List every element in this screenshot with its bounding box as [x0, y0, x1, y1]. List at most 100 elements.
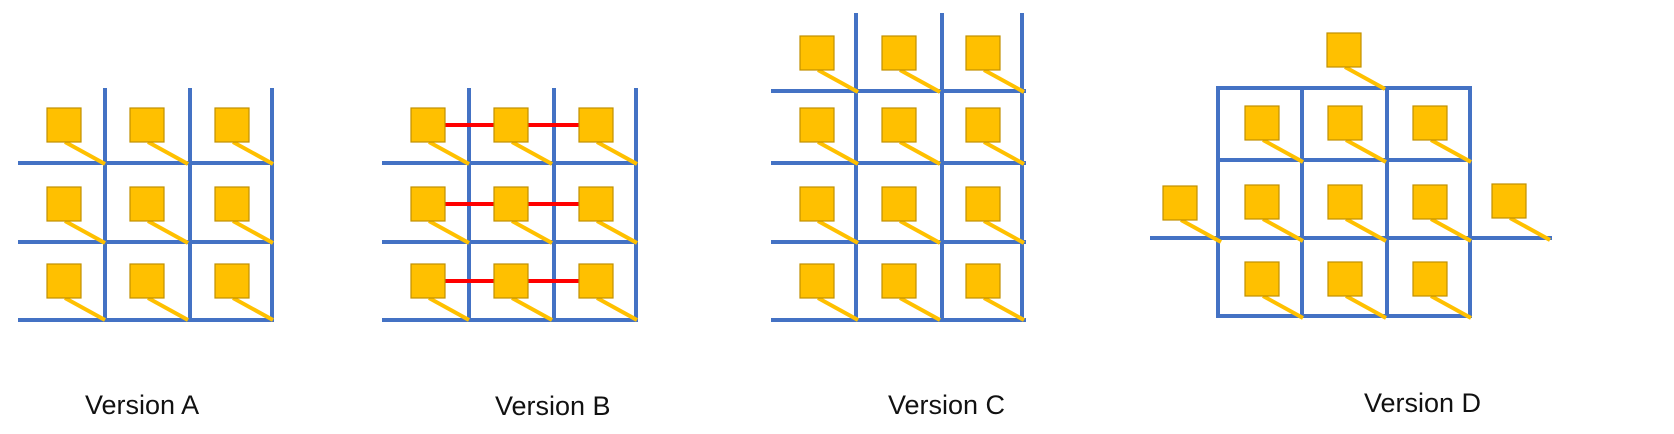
version-b-module: [410, 186, 470, 245]
version-a-module: [214, 263, 274, 322]
version-a-module: [129, 186, 189, 245]
module-stand: [511, 219, 553, 245]
module-panel: [1244, 105, 1280, 141]
version-c-module: [881, 186, 941, 245]
module-stand: [1344, 65, 1386, 91]
version-c-module: [965, 107, 1025, 166]
module-stand: [817, 68, 859, 94]
module-stand: [1345, 294, 1387, 320]
module-panel: [799, 186, 835, 222]
module-stand: [64, 296, 106, 322]
module-panel: [410, 186, 446, 222]
module-stand: [983, 68, 1025, 94]
version-c-module: [965, 263, 1025, 322]
version-d-module: [1244, 105, 1304, 164]
version-a-module: [129, 107, 189, 166]
module-stand: [899, 140, 941, 166]
version-d-module: [1327, 261, 1387, 320]
version-b-module: [493, 263, 553, 322]
module-panel: [493, 263, 529, 299]
module-stand: [232, 140, 274, 166]
version-c-module: [881, 107, 941, 166]
module-panel: [1412, 261, 1448, 297]
version-c-module: [799, 35, 859, 94]
module-stand: [428, 140, 470, 166]
module-panel: [881, 186, 917, 222]
module-panel: [965, 186, 1001, 222]
module-panel: [1412, 105, 1448, 141]
module-stand: [64, 219, 106, 245]
module-panel: [410, 107, 446, 143]
module-stand: [817, 296, 859, 322]
version-d-module: [1327, 184, 1387, 243]
version-b-module: [493, 186, 553, 245]
module-stand: [983, 296, 1025, 322]
module-panel: [881, 263, 917, 299]
module-panel: [578, 186, 614, 222]
module-panel: [493, 107, 529, 143]
version-c-module: [799, 263, 859, 322]
version-b-module: [493, 107, 553, 166]
module-stand: [1509, 216, 1551, 242]
module-stand: [817, 140, 859, 166]
module-panel: [1162, 185, 1198, 221]
module-panel: [799, 107, 835, 143]
module-stand: [1430, 138, 1472, 164]
module-stand: [428, 219, 470, 245]
module-stand: [511, 140, 553, 166]
module-panel: [493, 186, 529, 222]
module-stand: [511, 296, 553, 322]
module-stand: [1345, 217, 1387, 243]
module-panel: [1327, 261, 1363, 297]
module-panel: [1327, 105, 1363, 141]
module-stand: [232, 219, 274, 245]
module-panel: [881, 107, 917, 143]
caption-version-c: Version C: [888, 390, 1006, 420]
caption-version-b: Version B: [495, 391, 611, 421]
version-d-module: [1244, 184, 1304, 243]
module-stand: [817, 219, 859, 245]
module-panel: [1327, 184, 1363, 220]
module-panel: [1491, 183, 1527, 219]
version-d-module: [1327, 105, 1387, 164]
module-stand: [596, 140, 638, 166]
module-stand: [1262, 138, 1304, 164]
caption-version-d: Version D: [1364, 388, 1482, 418]
module-panel: [965, 107, 1001, 143]
module-panel: [129, 186, 165, 222]
module-stand: [1262, 294, 1304, 320]
version-c-module: [799, 186, 859, 245]
module-panel: [214, 107, 250, 143]
module-panel: [1412, 184, 1448, 220]
module-panel: [46, 186, 82, 222]
version-d-module: [1412, 184, 1472, 243]
module-stand: [1430, 217, 1472, 243]
module-stand: [1180, 218, 1222, 244]
version-d-module-left: [1162, 185, 1222, 244]
version-a-module: [129, 263, 189, 322]
module-panel: [129, 107, 165, 143]
module-panel: [881, 35, 917, 71]
module-panel: [410, 263, 446, 299]
module-stand: [232, 296, 274, 322]
version-d-module: [1244, 261, 1304, 320]
module-stand: [64, 140, 106, 166]
version-c-module: [881, 263, 941, 322]
module-stand: [983, 219, 1025, 245]
version-a-module: [214, 107, 274, 166]
version-d-module-top: [1326, 32, 1386, 91]
caption-version-a: Version A: [85, 390, 200, 420]
module-panel: [799, 35, 835, 71]
version-a-module: [46, 263, 106, 322]
version-b-module: [578, 107, 638, 166]
module-panel: [214, 263, 250, 299]
module-panel: [578, 263, 614, 299]
version-d-module: [1412, 105, 1472, 164]
module-stand: [147, 219, 189, 245]
version-b-module: [410, 263, 470, 322]
module-panel: [799, 263, 835, 299]
module-panel: [46, 107, 82, 143]
module-panel: [965, 35, 1001, 71]
version-b-module: [578, 186, 638, 245]
